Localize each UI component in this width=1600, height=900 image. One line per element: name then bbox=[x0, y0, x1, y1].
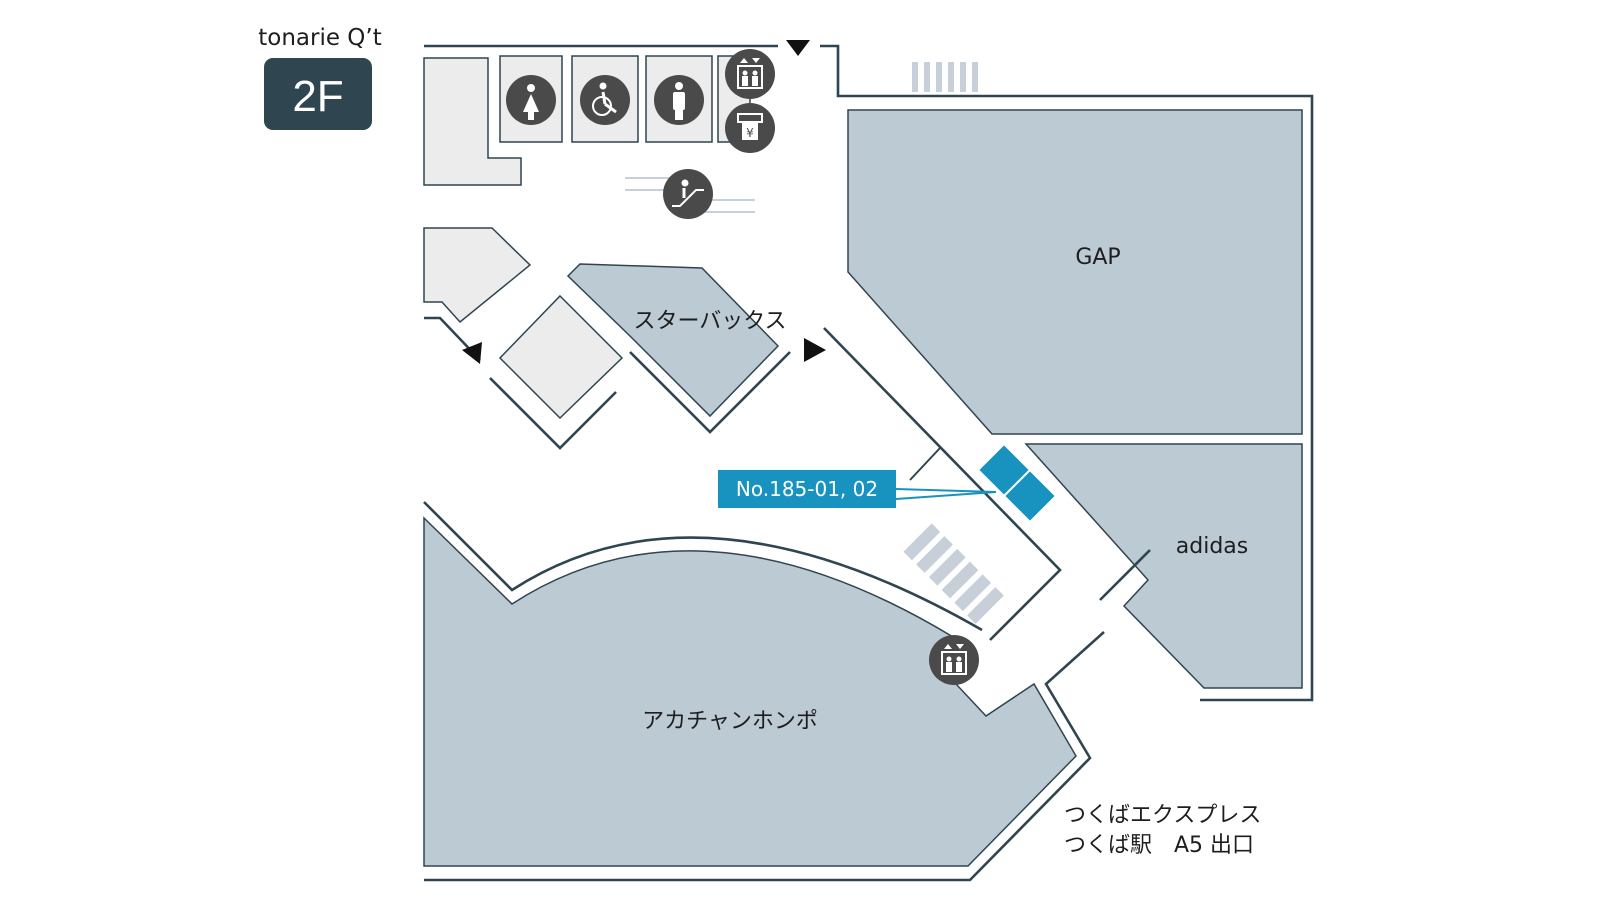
callout-leader bbox=[895, 488, 997, 493]
top-stairs bbox=[912, 62, 978, 92]
restroom-men-icon[interactable] bbox=[654, 75, 704, 125]
floor-badge-label: 2F bbox=[292, 72, 343, 121]
shop-akachan-honpo-label: アカチャンホンポ bbox=[642, 709, 818, 734]
left-rooms bbox=[423, 227, 624, 450]
atm-icon[interactable]: ¥ bbox=[725, 103, 775, 153]
exit-label-line1: つくばエクスプレス bbox=[1064, 803, 1261, 828]
shop-starbucks-label: スターバックス bbox=[633, 309, 786, 334]
lower-stairs bbox=[903, 523, 1004, 624]
shop-adidas-label: adidas bbox=[1176, 534, 1248, 559]
corridor-walls bbox=[823, 327, 1151, 641]
shop-gap-label: GAP bbox=[1075, 245, 1120, 270]
callout-label: No.185-01, 02 bbox=[736, 477, 878, 501]
arrow-right-icon bbox=[804, 338, 826, 362]
arrow-down-icon bbox=[786, 40, 810, 56]
exit-label-line2: つくば駅 A5 出口 bbox=[1064, 833, 1254, 858]
elevator-icon[interactable] bbox=[725, 49, 775, 99]
shop-gap[interactable]: GAP bbox=[847, 109, 1303, 435]
direction-arrows bbox=[462, 40, 826, 364]
highlight-lots[interactable] bbox=[976, 442, 1058, 524]
escalator-icon[interactable] bbox=[663, 169, 713, 219]
elevator-icon[interactable] bbox=[929, 635, 979, 685]
building-name: tonarie Q’t bbox=[258, 25, 382, 51]
svg-text:¥: ¥ bbox=[746, 126, 754, 140]
restroom-women-icon[interactable] bbox=[506, 75, 556, 125]
shop-starbucks[interactable]: スターバックス bbox=[566, 263, 791, 434]
shop-akachan-honpo[interactable]: アカチャンホンポ bbox=[423, 501, 1105, 882]
callout-box[interactable]: No.185-01, 02 bbox=[718, 470, 896, 508]
shop-adidas[interactable]: adidas bbox=[1024, 443, 1303, 689]
exit-label: つくばエクスプレス つくば駅 A5 出口 bbox=[1064, 803, 1261, 858]
floor-badge[interactable]: 2F bbox=[264, 58, 372, 130]
arrow-down-left-icon bbox=[462, 342, 482, 364]
restroom-accessible-icon[interactable] bbox=[580, 75, 630, 125]
